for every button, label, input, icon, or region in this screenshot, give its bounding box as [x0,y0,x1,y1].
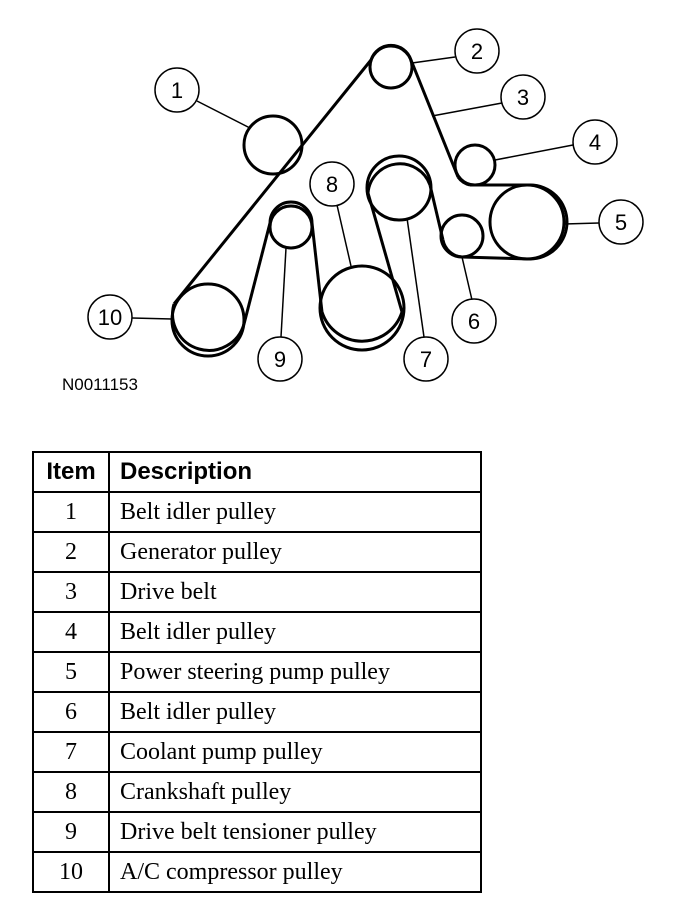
pulley-2 [368,44,414,90]
item-number: 3 [32,571,110,613]
item-number: 7 [32,731,110,773]
item-number: 8 [32,771,110,813]
pulley-10 [170,282,246,358]
pulley-4 [453,143,497,187]
item-number: 9 [32,811,110,853]
callout-circle-1 [154,67,200,113]
header-item: Item [32,451,110,493]
callout-number: 3 [517,85,529,110]
item-number: 5 [32,651,110,693]
leader-lines [131,56,600,338]
item-description: Drive belt tensioner pulley [108,811,482,853]
callout-number: 4 [589,130,601,155]
table-row: 4 Belt idler pulley [32,611,482,653]
callout-circle-10 [87,294,133,340]
table-row: 8 Crankshaft pulley [32,771,482,813]
callout-number: 1 [171,78,183,103]
item-number: 6 [32,691,110,733]
belt-routing-diagram: 1 2 3 4 5 6 7 8 9 10 N0011153 [62,28,644,394]
item-description: A/C compressor pulley [108,851,482,893]
table-row: 2 Generator pulley [32,531,482,573]
table-header-row: Item Description [32,451,482,493]
parts-table: Item Description 1 Belt idler pulley 2 G… [32,451,482,893]
callout-circle-7 [403,336,449,382]
item-number: 10 [32,851,110,893]
table-row: 5 Power steering pump pulley [32,651,482,693]
header-description: Description [108,451,482,493]
item-number: 4 [32,611,110,653]
callout-circle-5 [598,199,644,245]
item-description: Crankshaft pulley [108,771,482,813]
table-row: 1 Belt idler pulley [32,491,482,533]
table-row: 3 Drive belt [32,571,482,613]
callout-number: 5 [615,210,627,235]
item-number: 2 [32,531,110,573]
table-row: 6 Belt idler pulley [32,691,482,733]
item-description: Coolant pump pulley [108,731,482,773]
pulley-6 [439,213,485,259]
figure-id: N0011153 [62,375,138,394]
callout-circle-8 [309,161,355,207]
item-description: Power steering pump pulley [108,651,482,693]
callout-circle-9 [257,336,303,382]
item-description: Generator pulley [108,531,482,573]
table-row: 10 A/C compressor pulley [32,851,482,893]
item-description: Belt idler pulley [108,691,482,733]
pulley-8 [318,264,406,352]
item-description: Belt idler pulley [108,611,482,653]
callout-number: 7 [420,347,432,372]
callout-number: 6 [468,309,480,334]
callout-number: 2 [471,39,483,64]
callout-circle-4 [572,119,618,165]
callout-number: 9 [274,347,286,372]
pulley-7 [365,154,433,222]
table-row: 7 Coolant pump pulley [32,731,482,773]
item-number: 1 [32,491,110,533]
callout-number: 8 [326,172,338,197]
pulley-5 [488,183,566,261]
item-description: Drive belt [108,571,482,613]
pulley-9 [268,204,314,250]
callout-circle-3 [500,74,546,120]
callout-circle-2 [454,28,500,74]
callout-number: 10 [98,305,122,330]
pulley-1 [242,114,304,176]
table-row: 9 Drive belt tensioner pulley [32,811,482,853]
callout-circle-6 [451,298,497,344]
item-description: Belt idler pulley [108,491,482,533]
